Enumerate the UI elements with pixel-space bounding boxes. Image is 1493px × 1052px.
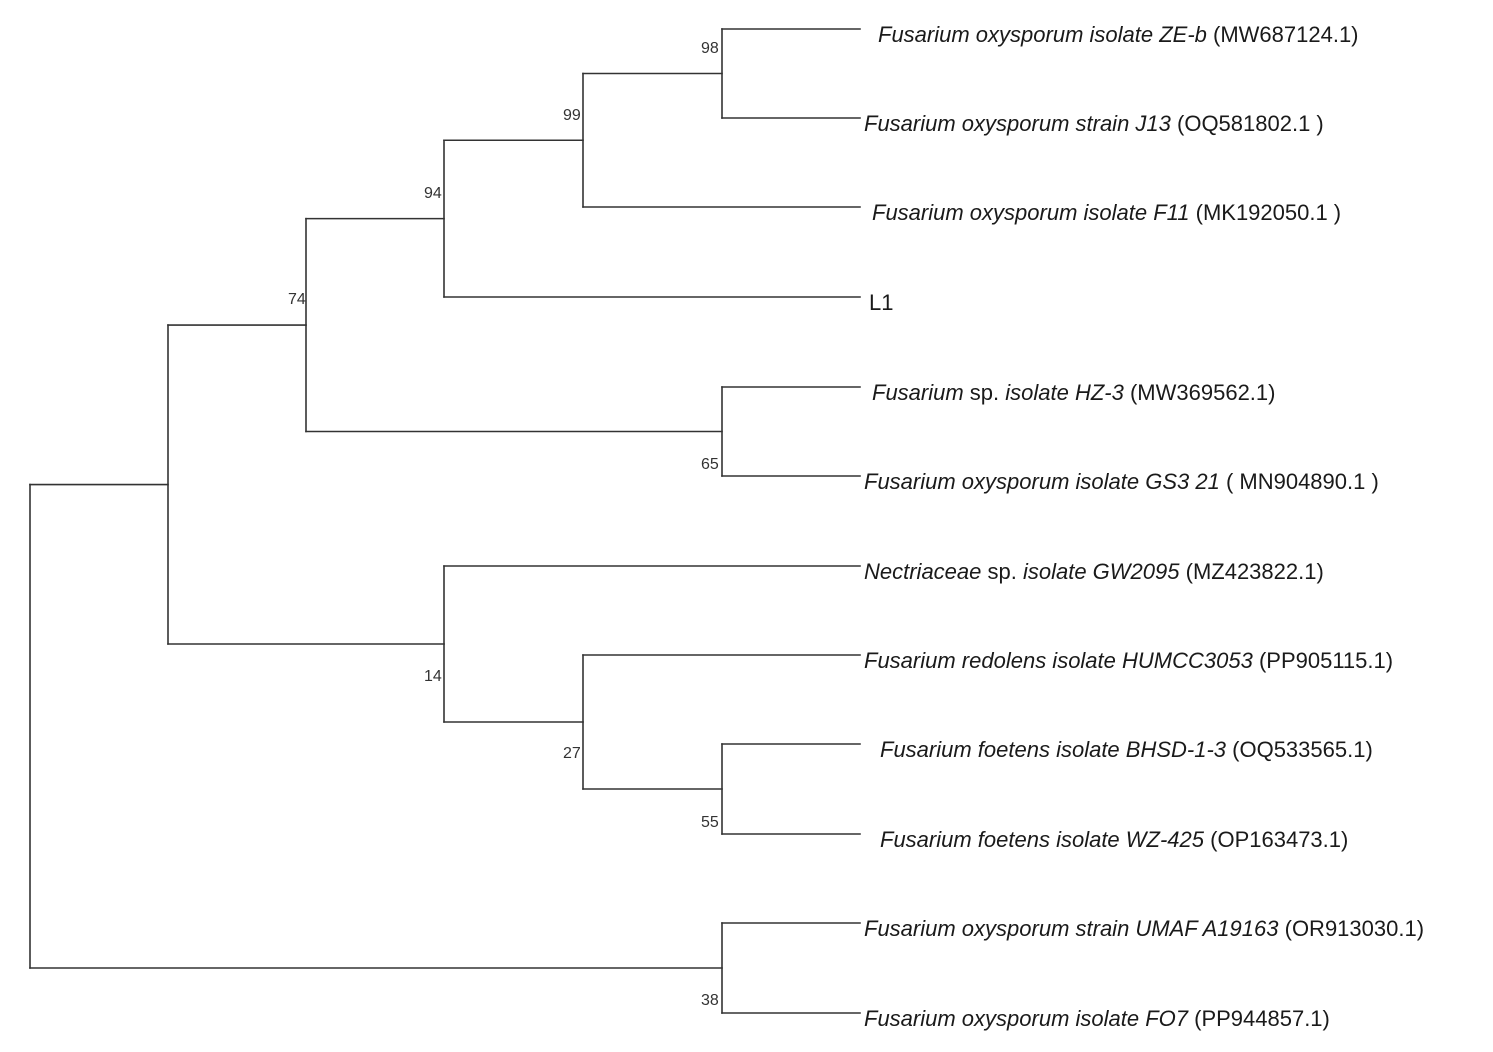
taxon-label-part: (MW687124.1) [1207, 22, 1359, 47]
taxon-label-part: Fusarium oxysporum strain J13 [864, 111, 1172, 136]
taxon-label-part: (PP944857.1) [1188, 1006, 1330, 1031]
bootstrap-value-n65: 65 [701, 456, 719, 473]
taxon-label-part: ( MN904890.1 ) [1220, 469, 1379, 494]
taxon-label-L_GW: Nectriaceae sp. isolate GW2095 (MZ423822… [864, 559, 1324, 584]
taxon-label-L_J13: Fusarium oxysporum strain J13 (OQ581802.… [864, 111, 1324, 136]
taxon-label-L_HUM: Fusarium redolens isolate HUMCC3053 (PP9… [864, 648, 1393, 673]
bootstrap-values: 74 94 99 98 65 14 27 55 38 [288, 40, 719, 1009]
bootstrap-value-n98: 98 [701, 40, 719, 57]
taxon-label-part: Fusarium foetens isolate WZ-425 [880, 827, 1205, 852]
taxon-label-part: sp. [964, 380, 1006, 405]
taxon-label-part: (MW369562.1) [1124, 380, 1276, 405]
taxon-labels: Fusarium oxysporum isolate ZE-b (MW68712… [864, 22, 1424, 1031]
bootstrap-value-n38: 38 [701, 992, 719, 1009]
taxon-label-part: (OQ533565.1) [1226, 737, 1373, 762]
taxon-label-part: isolate GW2095 [1023, 559, 1180, 584]
taxon-label-L_F11: Fusarium oxysporum isolate F11 (MK192050… [872, 200, 1341, 225]
taxon-label-part: Fusarium oxysporum isolate FO7 [864, 1006, 1189, 1031]
bootstrap-value-n99: 99 [563, 107, 581, 124]
taxon-label-part: (MK192050.1 ) [1190, 200, 1342, 225]
taxon-label-part: Fusarium redolens isolate HUMCC3053 [864, 648, 1254, 673]
taxon-label-L_HZ3: Fusarium sp. isolate HZ-3 (MW369562.1) [872, 380, 1275, 405]
taxon-label-part: L1 [869, 290, 893, 315]
taxon-label-part: (OP163473.1) [1204, 827, 1348, 852]
taxon-label-L_UMAF: Fusarium oxysporum strain UMAF A19163 (O… [864, 916, 1424, 941]
taxon-label-part: Fusarium foetens isolate BHSD-1-3 [880, 737, 1227, 762]
taxon-label-part: (MZ423822.1) [1180, 559, 1324, 584]
taxon-label-part: Fusarium oxysporum isolate F11 [872, 200, 1190, 225]
bootstrap-value-n55: 55 [701, 814, 719, 831]
taxon-label-part: isolate HZ-3 [1005, 380, 1124, 405]
taxon-label-part: (OQ581802.1 ) [1171, 111, 1324, 136]
taxon-label-L_BHSD: Fusarium foetens isolate BHSD-1-3 (OQ533… [880, 737, 1373, 762]
taxon-label-L_WZ: Fusarium foetens isolate WZ-425 (OP16347… [880, 827, 1348, 852]
bootstrap-value-n74: 74 [288, 291, 306, 308]
taxon-label-part: Fusarium oxysporum strain UMAF A19163 [864, 916, 1279, 941]
bootstrap-value-n14: 14 [424, 668, 442, 685]
taxon-label-L_L1: L1 [869, 290, 893, 315]
taxon-label-part: Fusarium oxysporum isolate ZE-b [878, 22, 1207, 47]
taxon-label-part: (OR913030.1) [1279, 916, 1425, 941]
taxon-label-part: Fusarium [872, 380, 964, 405]
taxon-label-L_FO7: Fusarium oxysporum isolate FO7 (PP944857… [864, 1006, 1330, 1031]
tree-branches [29, 28, 861, 1014]
taxon-label-L_GS3: Fusarium oxysporum isolate GS3 21 ( MN90… [864, 469, 1379, 494]
taxon-label-part: Nectriaceae [864, 559, 981, 584]
bootstrap-value-n27: 27 [563, 745, 581, 762]
taxon-label-part: (PP905115.1) [1253, 648, 1393, 673]
taxon-label-part: Fusarium oxysporum isolate GS3 21 [864, 469, 1220, 494]
bootstrap-value-n94: 94 [424, 185, 442, 202]
taxon-label-part: sp. [981, 559, 1023, 584]
taxon-label-L_ZEb: Fusarium oxysporum isolate ZE-b (MW68712… [878, 22, 1359, 47]
